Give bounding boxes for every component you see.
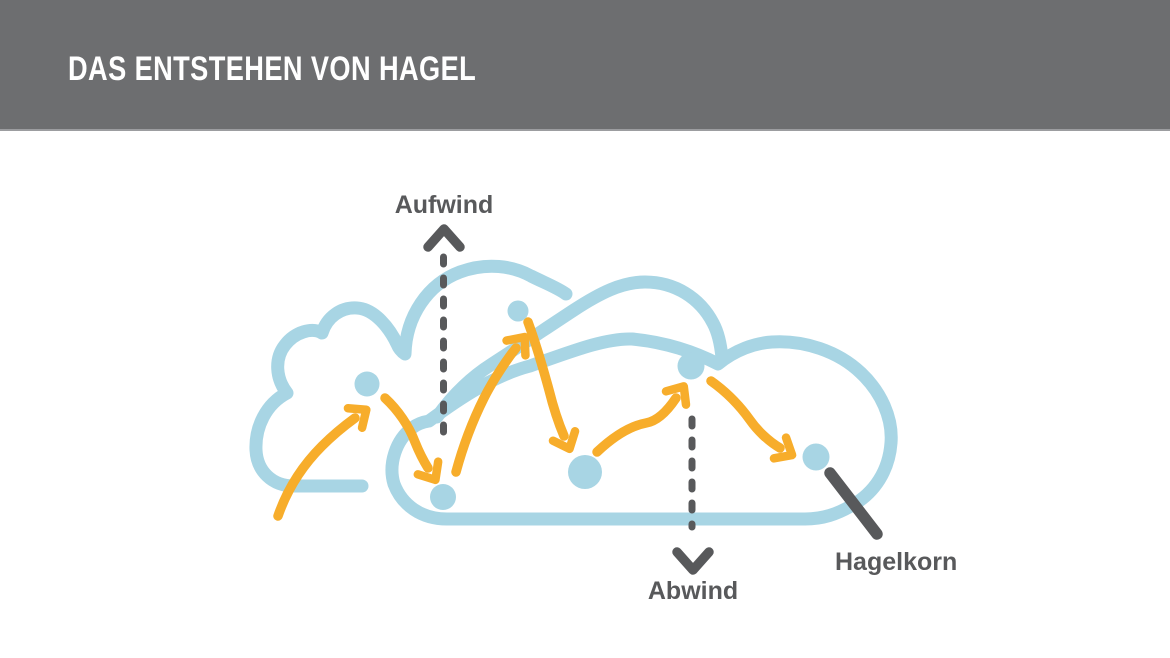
downdraft-arrow-group: [672, 415, 714, 575]
downdraft-arrowhead-icon: [672, 547, 714, 575]
flight-path-arrow-2: [380, 393, 443, 485]
hailstone-circle-3: [507, 300, 529, 322]
tall-cloud-outline: [430, 275, 729, 424]
hailstone-label: Hagelkorn: [835, 548, 958, 576]
downdraft-label: Abwind: [647, 577, 739, 605]
updraft-arrowhead-icon: [423, 224, 465, 252]
flight-path-arrow-4: [523, 317, 580, 454]
hailstone-circle-4: [568, 455, 602, 489]
hailstone-circle-6: [802, 443, 830, 471]
flight-path-arrow-1: [273, 404, 371, 521]
hailstone-circle-5: [677, 352, 705, 380]
hailstone-circle-2: [430, 484, 456, 510]
flight-path-arrow-3: [451, 332, 530, 477]
updraft-label: Aufwind: [394, 191, 494, 219]
small-cloud-outline: [249, 259, 573, 493]
updraft-arrow-group: [423, 224, 465, 445]
large-cloud-outline: [385, 332, 898, 526]
hailstone-pointer-line: [824, 467, 883, 540]
flight-path-arrow-6: [706, 376, 797, 463]
header-bar: DAS ENTSTEHEN VON HAGEL: [0, 0, 1170, 131]
page-title: DAS ENTSTEHEN VON HAGEL: [68, 50, 477, 88]
flight-path-arrow-5: [592, 382, 691, 457]
hailstone-circle-1: [354, 371, 380, 397]
